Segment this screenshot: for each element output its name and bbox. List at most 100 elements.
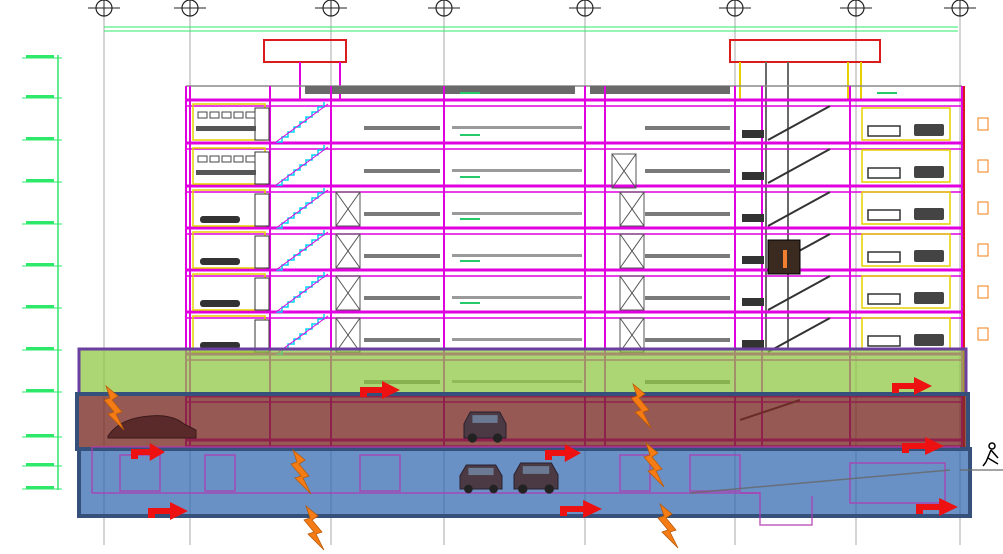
exit-arrow-icon	[148, 502, 188, 520]
room-label-mark	[460, 176, 480, 178]
exit-arrow-icon	[560, 500, 602, 518]
elevator-core	[767, 239, 801, 275]
exit-arrow-icon	[360, 381, 400, 399]
stair-rail	[275, 273, 329, 313]
top-dimension-line	[104, 26, 958, 32]
stair-flight	[767, 317, 831, 353]
x-panel	[619, 275, 645, 311]
overlay-basement-1	[75, 392, 970, 451]
car-icon	[463, 411, 507, 443]
exit-arrow-icon	[902, 437, 944, 455]
room-label-mark	[460, 134, 480, 136]
level-marker	[22, 434, 62, 438]
floor-slab	[186, 226, 962, 258]
grid-bubble-icon	[840, 0, 872, 17]
level-marker	[22, 55, 62, 59]
roof-structures	[263, 39, 881, 350]
left-apartment-stack	[192, 103, 270, 353]
exit-arrow-icon	[916, 498, 958, 516]
floor-slab	[186, 184, 962, 216]
floor-slab	[186, 310, 962, 342]
grid-bubble-icon	[569, 0, 601, 17]
left-unit	[192, 273, 270, 311]
car-icon	[459, 464, 503, 494]
grid-bubble-icon	[944, 0, 976, 17]
grid-bubble-icon	[428, 0, 460, 17]
person-icon	[982, 442, 999, 467]
stair-flight	[767, 105, 831, 141]
level-marker	[22, 305, 62, 309]
structural-panels	[335, 153, 645, 353]
left-unit	[192, 231, 270, 269]
fire-icon	[630, 382, 652, 429]
level-marker	[22, 347, 62, 351]
x-panel	[335, 275, 361, 311]
fire-icon	[643, 441, 665, 488]
left-unit	[192, 315, 270, 353]
level-marker	[22, 263, 62, 267]
stair-rail	[275, 231, 329, 271]
exit-arrow-icon	[892, 377, 932, 395]
stair-rail	[275, 103, 329, 143]
left-unit	[192, 103, 270, 141]
roof-parapet	[305, 86, 575, 94]
exit-arrow-icon	[545, 444, 581, 462]
exit-arrows	[131, 377, 958, 520]
level-marker	[22, 221, 62, 225]
stair-rail	[275, 189, 329, 229]
stair-flight	[276, 188, 325, 229]
grid-bubble-icon	[315, 0, 347, 17]
room-labels	[460, 92, 897, 304]
stair-rail	[275, 146, 329, 186]
room-label-mark	[877, 92, 897, 94]
right-unit	[742, 191, 989, 225]
overlay-upper-basement	[77, 347, 968, 396]
stair-flight	[276, 272, 325, 313]
x-panel	[619, 191, 645, 227]
level-marker	[22, 389, 62, 393]
grid-bubble-icon	[174, 0, 206, 17]
exit-arrow-icon	[131, 443, 165, 461]
stair-flight	[276, 230, 325, 271]
right-unit	[742, 149, 989, 183]
grid-bubbles	[88, 0, 976, 17]
room-label-mark	[460, 92, 480, 94]
fire-icon	[103, 384, 125, 431]
stair-flight	[276, 102, 325, 143]
x-panel	[619, 317, 645, 353]
room-label-mark	[460, 260, 480, 262]
stair-flight	[767, 275, 831, 311]
floor-slab	[186, 268, 962, 300]
fire-icon	[657, 502, 679, 549]
left-unit	[192, 147, 270, 185]
level-marker	[22, 463, 62, 467]
level-marker	[22, 486, 62, 490]
x-panel	[335, 191, 361, 227]
right-unit	[742, 275, 989, 309]
level-scale	[22, 55, 62, 490]
x-panel	[611, 153, 637, 189]
level-marker	[22, 95, 62, 99]
stair-flight	[767, 148, 831, 184]
x-panel	[335, 317, 361, 353]
car-icon	[513, 462, 559, 494]
room-label-mark	[460, 302, 480, 304]
grid-bubble-icon	[88, 0, 120, 17]
stair-flight	[276, 145, 325, 186]
fire-icons	[103, 382, 679, 551]
floor-slab	[186, 98, 962, 130]
fire-icon	[290, 448, 312, 495]
right-unit	[742, 107, 989, 141]
stair-flight	[767, 191, 831, 227]
level-marker	[22, 179, 62, 183]
x-panel	[335, 233, 361, 269]
room-label-mark	[460, 218, 480, 220]
grid-bubble-icon	[719, 0, 751, 17]
right-unit	[742, 233, 989, 267]
roof-parapet	[590, 86, 730, 94]
level-marker	[22, 137, 62, 141]
left-unit	[192, 189, 270, 227]
x-panel	[619, 233, 645, 269]
fire-icon	[303, 504, 325, 551]
